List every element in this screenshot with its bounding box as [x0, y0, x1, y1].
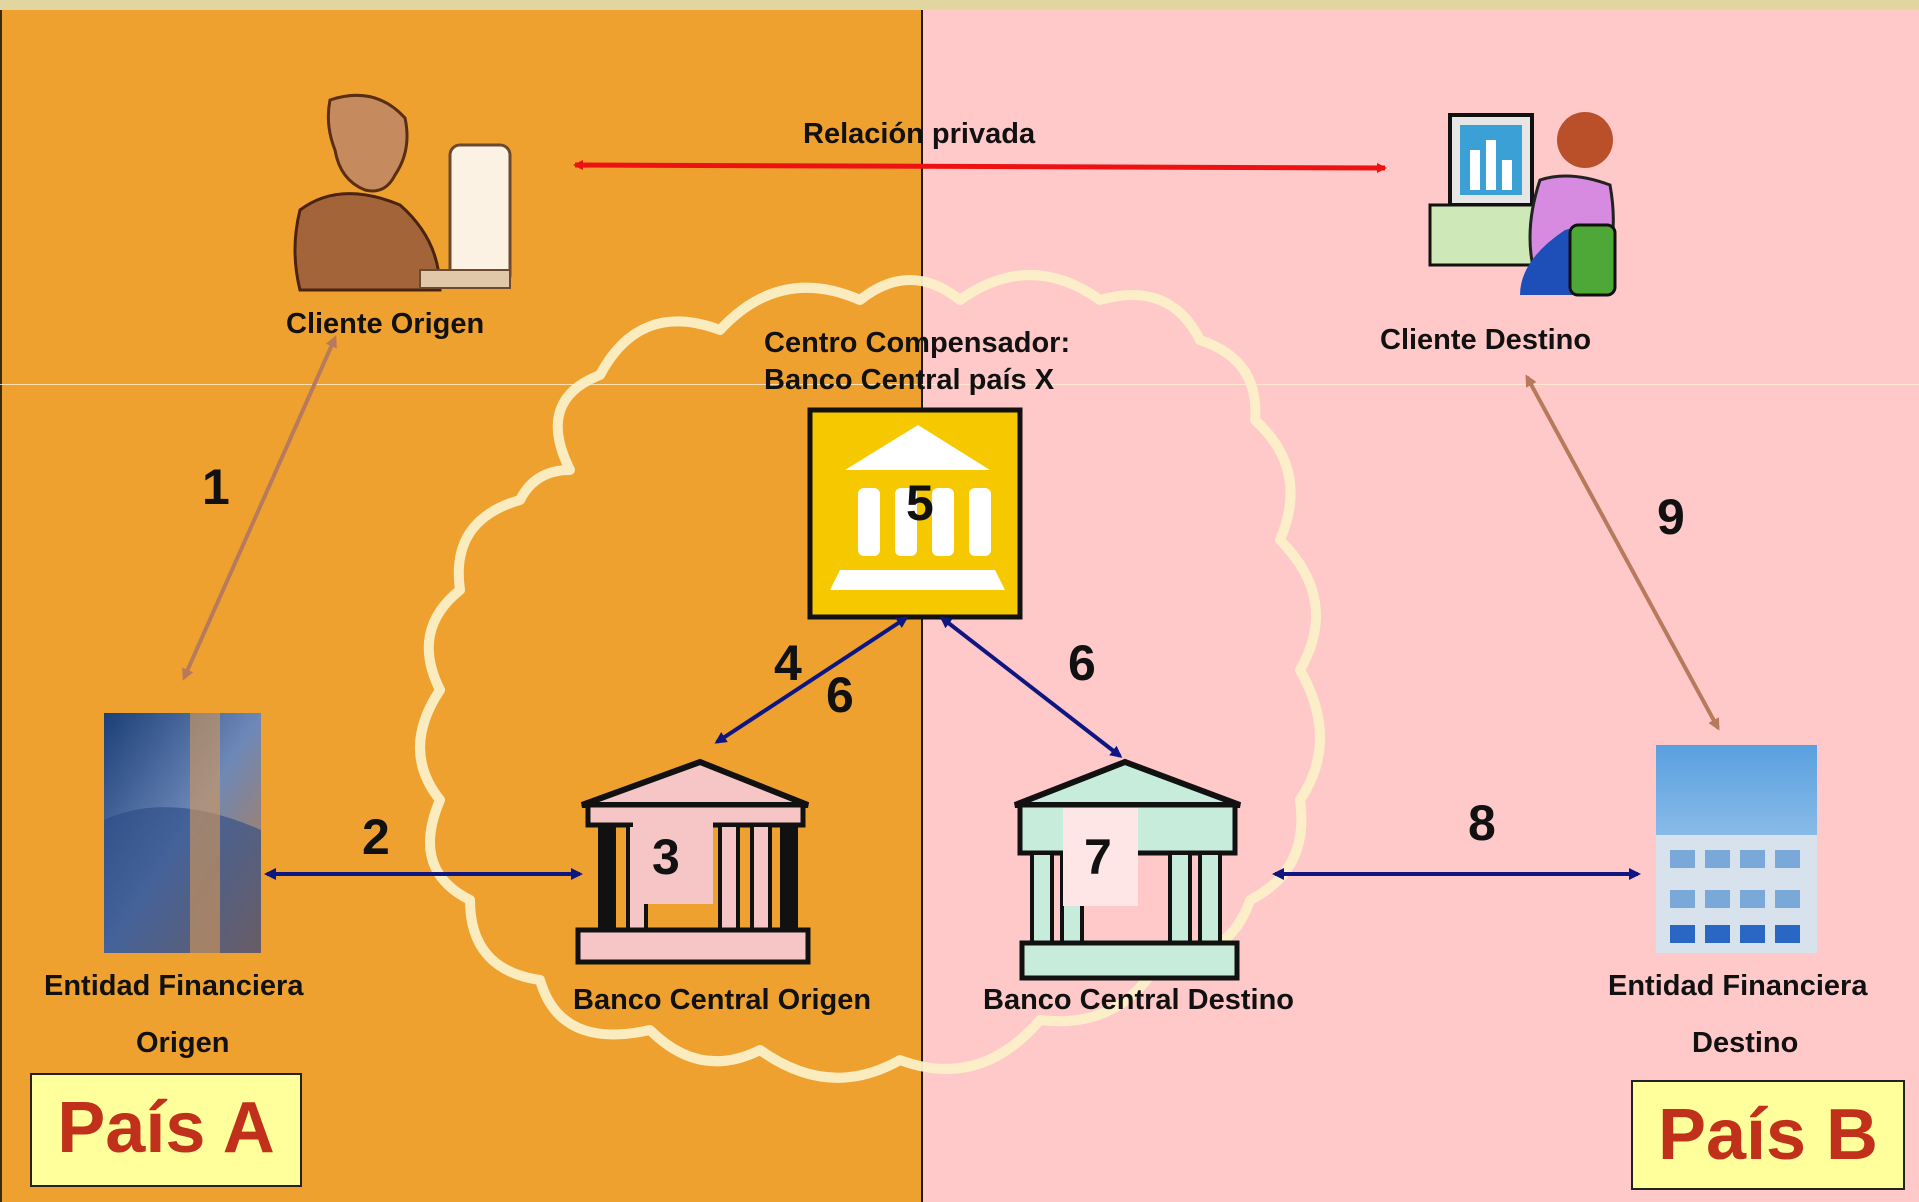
arrow-step-9	[1525, 374, 1720, 731]
arrow-step-1	[182, 335, 337, 681]
man-at-computer-icon	[293, 93, 512, 292]
clearing-bank-icon	[807, 407, 1023, 620]
financial-entity-origin-sublabel: Origen	[136, 1027, 230, 1059]
step-7: 7	[1084, 829, 1112, 885]
step-6-origin: 6	[826, 667, 854, 723]
country-b-panel	[921, 10, 1919, 1202]
step-5: 5	[906, 475, 934, 531]
step-8: 8	[1468, 795, 1496, 851]
central-bank-origin-label: Banco Central Origen	[573, 984, 872, 1016]
step-9: 9	[1657, 489, 1685, 545]
clearing-center-title: Centro Compensador:	[764, 327, 1071, 359]
step-2: 2	[362, 809, 390, 865]
step-4: 4	[774, 635, 802, 691]
step-1: 1	[202, 459, 230, 515]
client-origin-label: Cliente Origen	[286, 308, 485, 340]
step-box-7	[1063, 808, 1138, 906]
country-b-badge: País B	[1631, 1080, 1905, 1190]
step-box-3	[633, 808, 713, 904]
financial-entity-destination-label: Entidad Financiera	[1608, 970, 1868, 1002]
step-3: 3	[652, 829, 680, 885]
financial-entity-origin-label: Entidad Financiera	[44, 970, 304, 1002]
woman-at-computer-icon	[1428, 112, 1617, 297]
step-6-destination: 6	[1068, 635, 1096, 691]
clearing-center-subtitle: Banco Central país X	[764, 364, 1055, 396]
private-relation-label: Relación privada	[803, 118, 1036, 150]
financial-entity-destination-sublabel: Destino	[1692, 1027, 1799, 1059]
arrow-step-6	[939, 616, 1123, 758]
glass-building-icon	[104, 713, 261, 953]
divider-line	[0, 384, 1919, 385]
country-a-badge: País A	[30, 1073, 302, 1187]
client-destination-label: Cliente Destino	[1380, 324, 1592, 356]
clearing-network-cloud	[415, 270, 1325, 1083]
office-building-icon	[1656, 745, 1817, 953]
arrow-step-4-6	[714, 616, 909, 744]
central-bank-destination-icon	[1013, 758, 1242, 981]
central-bank-destination-label: Banco Central Destino	[983, 984, 1294, 1016]
private-relation-arrow	[573, 160, 1387, 173]
